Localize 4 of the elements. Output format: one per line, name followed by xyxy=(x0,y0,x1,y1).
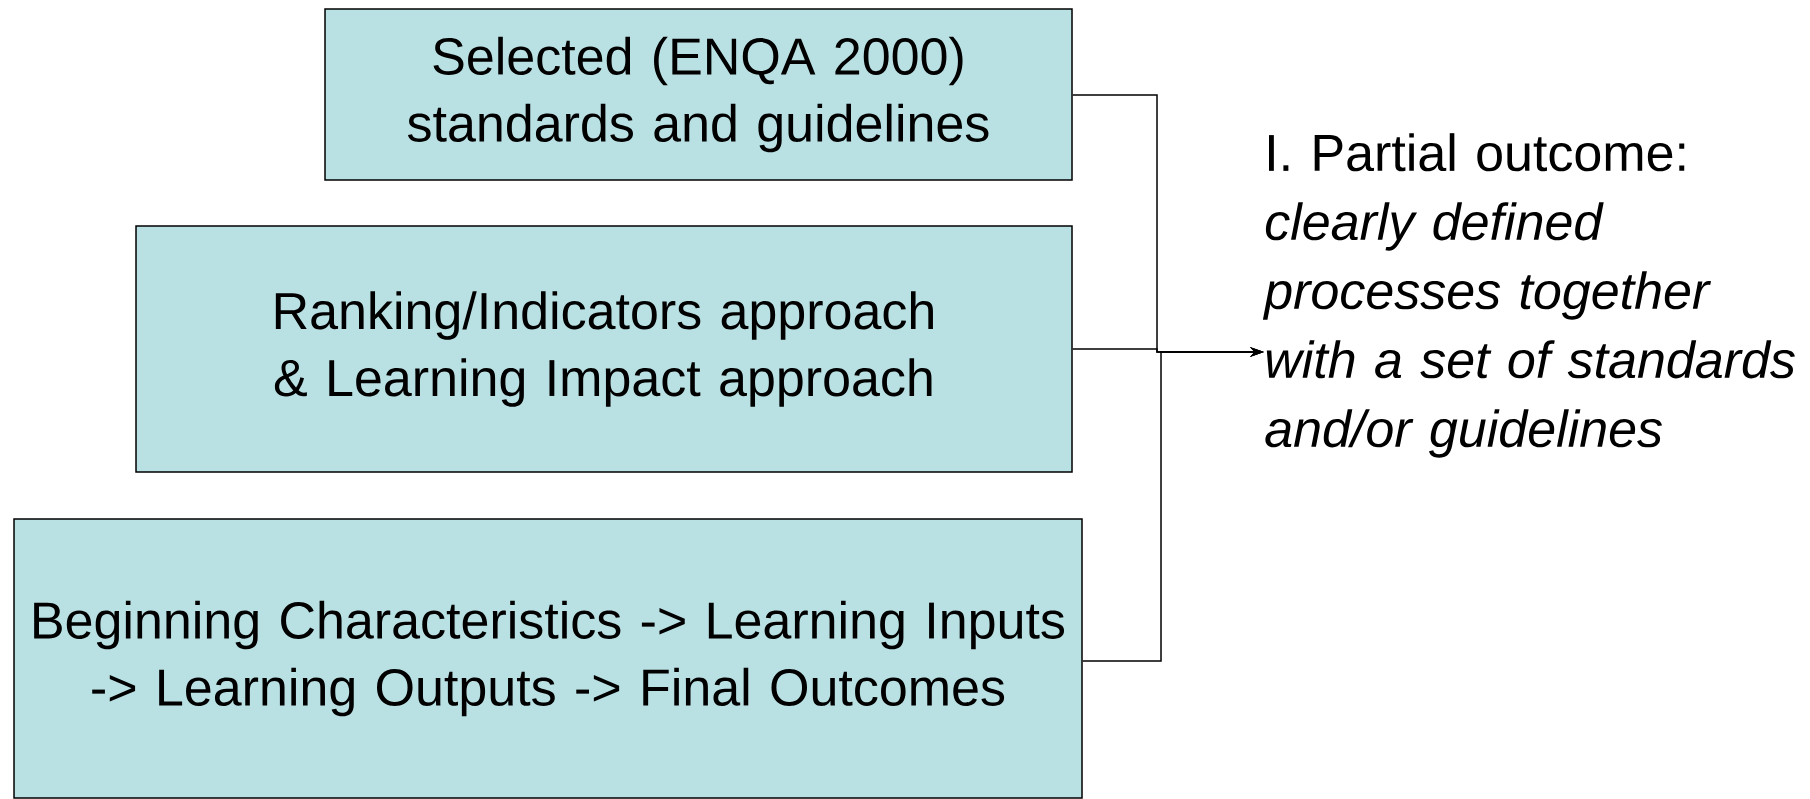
process-box: Beginning Characteristics -> Learning Inputs -> Learning Outputs -> Final Outcomes xyxy=(13,518,1083,799)
process-box: Selected (ENQA 2000) standards and guidelines xyxy=(324,8,1073,181)
outcome-text: I. Partial outcome: clearly defined processes together with a set of standards and/or guidelines xyxy=(1262,133,1795,458)
process-box: Ranking/Indicators approach & Learning Impact approach xyxy=(135,225,1073,473)
